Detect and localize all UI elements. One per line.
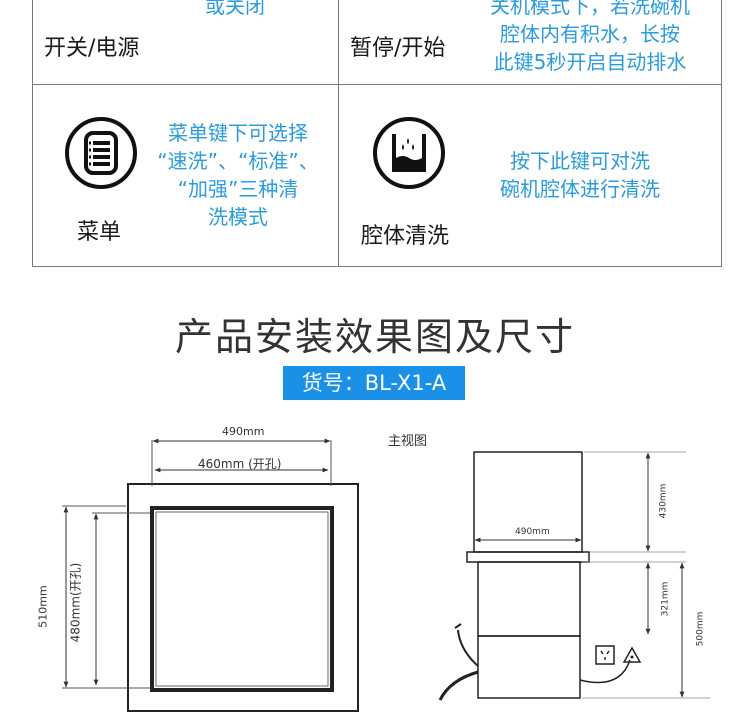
front-top-height-label: 430mm <box>658 483 669 519</box>
desc-line: “加强”三种清 <box>177 177 299 201</box>
section-title: 产品安装效果图及尺寸 <box>174 315 575 359</box>
grid-divider-vertical <box>338 0 339 266</box>
socket-icon <box>595 645 615 665</box>
menu-label: 菜单 <box>77 220 122 245</box>
desc-line: 按下此键可对洗 <box>510 149 650 173</box>
desc-line: 菜单键下可选择 <box>168 121 308 145</box>
menu-desc: 菜单键下可选择 “速洗”、“标准”、 “加强”三种清 洗模式 <box>148 119 328 231</box>
cavity-clean-label: 腔体清洗 <box>361 224 450 249</box>
power-label: 开关/电源 <box>44 36 140 61</box>
plug-icon <box>622 646 642 663</box>
desc-line: “速洗”、“标准”、 <box>157 149 319 173</box>
model-badge: 货号：BL-X1-A <box>283 366 465 400</box>
front-lower-height-label: 321mm <box>660 581 671 617</box>
cavity-clean-icon <box>372 116 446 194</box>
top-height-outer-label: 510mm <box>36 585 50 628</box>
feature-grid <box>32 0 722 267</box>
front-view-drawing <box>438 451 710 701</box>
top-width-cutout-label: 460mm (开孔) <box>198 457 282 471</box>
front-width-label: 490mm <box>515 527 550 537</box>
desc-line: 关机模式下，若洗碗机 <box>490 0 690 18</box>
front-view-title: 主视图 <box>388 434 428 449</box>
top-width-outer-label: 490mm <box>222 425 265 438</box>
menu-icon <box>64 116 138 194</box>
desc-line: 此键5秒开启自动排水 <box>493 50 687 74</box>
power-desc: 或关闭 <box>205 0 265 18</box>
desc-line: 碗机腔体进行清洗 <box>500 177 660 201</box>
desc-line: 腔体内有积水，长按 <box>500 22 680 46</box>
cavity-clean-desc: 按下此键可对洗 碗机腔体进行清洗 <box>470 147 690 203</box>
top-view-drawing <box>62 438 359 712</box>
front-total-height-label: 500mm <box>695 611 706 647</box>
top-height-cutout-label: 480mm(开孔) <box>68 562 83 643</box>
grid-divider-horizontal <box>32 84 721 85</box>
pause-play-desc: 关机模式下，若洗碗机 腔体内有积水，长按 此键5秒开启自动排水 <box>470 0 710 76</box>
pause-play-label: 暂停/开始 <box>350 36 446 61</box>
desc-line: 洗模式 <box>208 205 268 229</box>
